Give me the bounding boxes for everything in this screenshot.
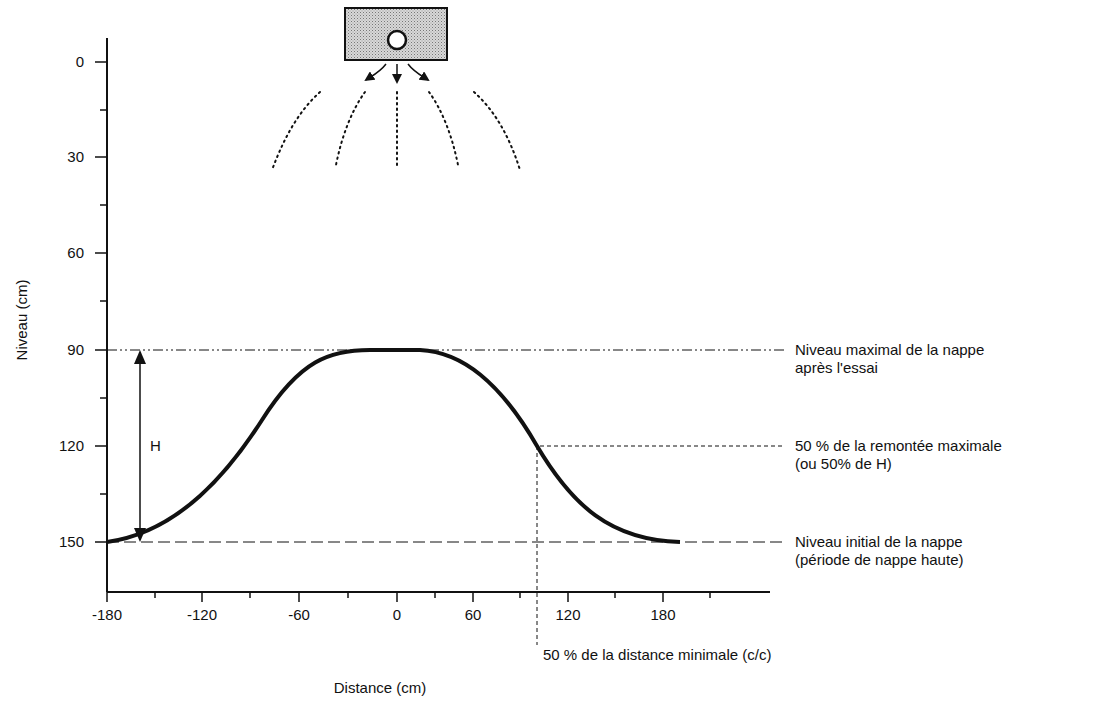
water-table-curve (107, 350, 680, 542)
x-tick-label: 0 (393, 606, 401, 624)
infiltration-lines (272, 92, 520, 170)
annotation: Niveau initial de la nappe (période de n… (795, 533, 1010, 569)
x-tick-label: 60 (465, 606, 482, 624)
y-tick-label: 60 (67, 244, 84, 262)
half-rise-line (540, 446, 785, 447)
half-distance-line (537, 446, 538, 645)
dimension-label: H (150, 437, 161, 455)
x-tick-label: -60 (288, 606, 310, 624)
annotation: 50 % de la remontée maximale (ou 50% de … (795, 437, 1010, 473)
h-arrowhead (134, 350, 146, 364)
axes (107, 38, 770, 592)
y-tick-label: 0 (76, 53, 84, 71)
y-ticks (95, 62, 107, 542)
x-tick-label: -180 (92, 606, 122, 624)
max-level-line (107, 350, 785, 351)
axis-title: Distance (cm) (334, 679, 427, 697)
initial-level-line (107, 542, 785, 543)
emitter-box (345, 8, 447, 60)
axis-title: Niveau (cm) (13, 280, 31, 361)
annotation: 50 % de la distance minimale (c/c) (541, 646, 771, 664)
y-tick-label: 90 (67, 341, 84, 359)
x-tick-label: 180 (650, 606, 675, 624)
y-tick-label: 120 (59, 437, 84, 455)
x-tick-label: -120 (187, 606, 217, 624)
y-tick-label: 150 (59, 533, 84, 551)
x-ticks (107, 592, 710, 602)
y-tick-label: 30 (67, 148, 84, 166)
flow-arrows (366, 64, 428, 82)
x-tick-label: 120 (555, 606, 580, 624)
emitter-orifice (388, 31, 406, 49)
annotation: Niveau maximal de la nappe après l'essai (795, 341, 1010, 377)
h-arrowhead (134, 528, 146, 542)
h-arrow (139, 360, 141, 532)
